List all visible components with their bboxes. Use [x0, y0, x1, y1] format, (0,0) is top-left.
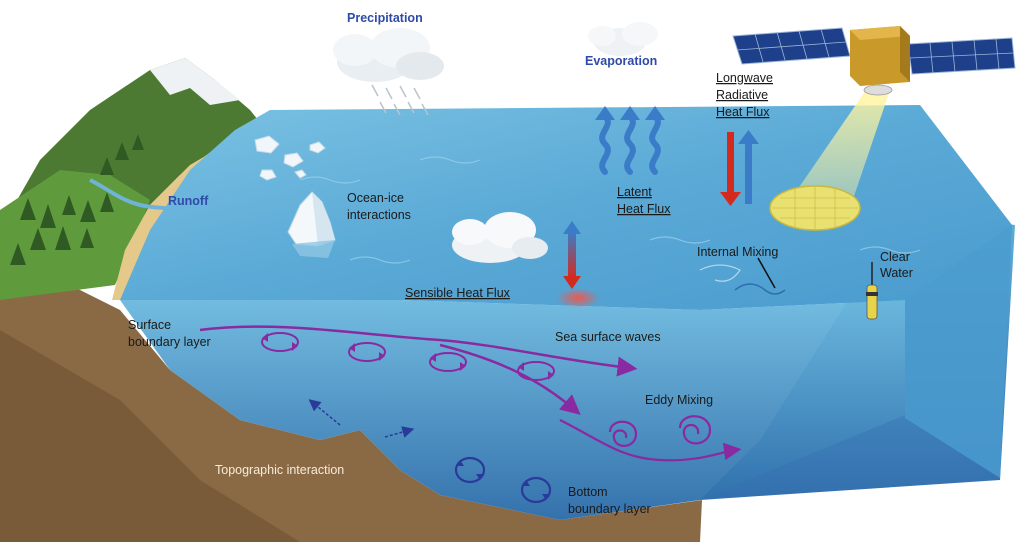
ice-floes [254, 135, 326, 181]
label-bottom-bl-1: Bottom [568, 485, 608, 499]
label-bottom-bl-2: boundary layer [568, 502, 651, 516]
label-surface-bl-1: Surface [128, 318, 171, 332]
ocean-front-face [120, 300, 905, 520]
label-longwave-3: Heat Flux [716, 105, 770, 119]
label-clear-2: Water [880, 266, 913, 280]
sea-surface-hotspot [556, 288, 600, 308]
snow-cap [150, 58, 240, 105]
latent-heat-arrowheads [595, 106, 665, 120]
surface-current-line [199, 325, 638, 377]
label-sea-surface: Sea surface waves [555, 330, 661, 344]
profiling-float-icon [866, 262, 878, 320]
sensible-heat-flux-arrow [563, 221, 581, 289]
label-internal-mixing: Internal Mixing [697, 245, 778, 259]
satellite-footprint [769, 185, 861, 231]
bottom-eddies [454, 456, 552, 504]
cloud-icon [452, 212, 548, 263]
surface-eddies [261, 332, 555, 381]
eddy-mixing-spirals [559, 415, 742, 462]
iceberg-icon [287, 191, 336, 258]
bottom-eddy-arrows [456, 460, 550, 500]
precipitation-cloud-icon [333, 28, 444, 116]
label-ocean-ice-2: interactions [347, 208, 411, 222]
label-longwave-2: Radiative [716, 88, 768, 102]
label-surface-bl-2: boundary layer [128, 335, 211, 349]
label-evaporation: Evaporation [585, 54, 657, 68]
satellite-icon [732, 26, 1016, 96]
land-green [0, 170, 150, 300]
internal-mixing-wave [734, 283, 786, 295]
label-longwave-1: Longwave [716, 71, 773, 85]
label-latent-1: Latent [617, 185, 652, 199]
internal-mixing-pointer [757, 257, 776, 289]
latent-heat-flux-arrows [599, 113, 661, 175]
label-ocean-ice-1: Ocean-ice [347, 191, 404, 205]
satellite-beam [780, 90, 890, 215]
label-clear-1: Clear [880, 250, 910, 264]
label-precipitation: Precipitation [347, 11, 423, 25]
label-latent-2: Heat Flux [617, 202, 671, 216]
topographic-arrows [308, 399, 415, 438]
label-sensible: Sensible Heat Flux [405, 286, 511, 300]
longwave-radiative-arrows [720, 130, 759, 206]
seafloor-shade [0, 330, 300, 542]
label-eddy: Eddy Mixing [645, 393, 713, 407]
descending-current-line [439, 343, 581, 415]
surface-eddy-arrows [262, 333, 554, 380]
forest [10, 134, 144, 265]
evaporation-cloud-icon [588, 22, 658, 56]
label-topographic: Topographic interaction [215, 463, 344, 477]
label-runoff: Runoff [168, 194, 209, 208]
ocean-surface [120, 105, 1012, 310]
